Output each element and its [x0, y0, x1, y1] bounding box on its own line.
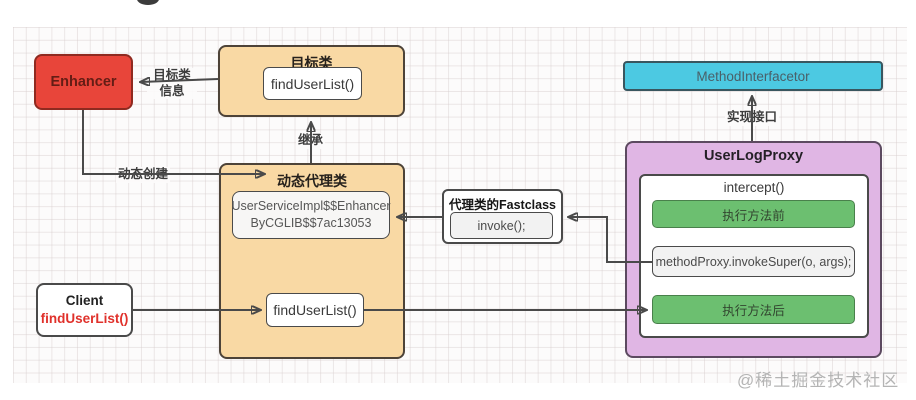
fastclass-method: invoke();: [450, 212, 553, 239]
invoke-super-box: methodProxy.invokeSuper(o, args);: [652, 246, 855, 277]
edge-label-implement-interface: 实现接口: [725, 110, 780, 126]
node-enhancer: Enhancer: [34, 54, 133, 110]
intercept-method: intercept(): [723, 180, 785, 195]
fastclass-title: 代理类的Fastclass: [449, 198, 556, 212]
edge-label-dynamic-create: 动态创建: [116, 167, 171, 183]
node-client: Client findUserList(): [36, 283, 133, 337]
client-method: findUserList(): [40, 311, 129, 326]
watermark: @稀土掘金技术社区: [737, 371, 900, 390]
proxy-class-name-line1: UserServiceImpl$$Enhancer: [231, 199, 391, 214]
node-target-class: 目标类: [218, 45, 405, 117]
step-after-box: 执行方法后: [652, 295, 855, 324]
cropped-dot-decoration: [137, 0, 159, 5]
proxy-class-name-line2: ByCGLIB$$7ac13053: [250, 216, 372, 230]
proxy-class-title: 动态代理类: [277, 173, 347, 189]
client-title: Client: [65, 293, 104, 309]
step-before-box: 执行方法前: [652, 200, 855, 228]
edge-label-inherit: 继承: [296, 133, 326, 149]
enhancer-label: Enhancer: [50, 74, 117, 90]
proxy-class-method: findUserList(): [266, 293, 364, 327]
proxy-class-name: UserServiceImpl$$Enhancer ByCGLIB$$7ac13…: [231, 191, 391, 239]
node-method-interceptor: MethodInterfacetor: [623, 61, 883, 91]
target-class-method: findUserList(): [263, 67, 362, 100]
edge-label-target-info: 目标类 信息: [147, 68, 197, 100]
user-log-proxy-title: UserLogProxy: [703, 148, 804, 164]
